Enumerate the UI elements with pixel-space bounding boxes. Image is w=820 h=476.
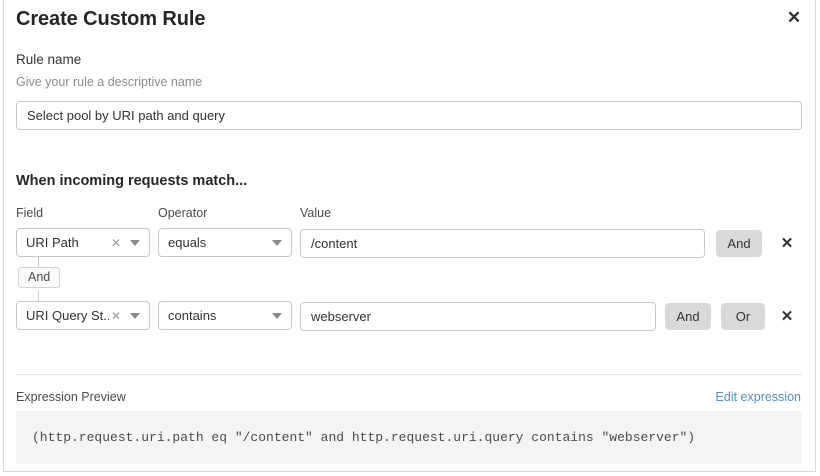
edit-expression-link[interactable]: Edit expression	[715, 390, 801, 404]
operator-select-row-2[interactable]: contains	[158, 301, 292, 330]
rule-name-label: Rule name	[16, 52, 82, 67]
chevron-down-icon-row-2	[130, 312, 140, 319]
rule-name-help: Give your rule a descriptive name	[16, 75, 203, 89]
expression-preview-label: Expression Preview	[16, 390, 126, 404]
column-header-value: Value	[300, 206, 332, 220]
group-connector-and-button[interactable]: And	[18, 267, 61, 288]
operator-select-value-row-1: equals	[168, 235, 207, 250]
field-select-row-1[interactable]: URI Path ✕	[16, 228, 150, 257]
connector-line-top	[38, 257, 39, 269]
expression-code: (http.request.uri.path eq "/content" and…	[32, 430, 696, 445]
clear-x-icon-row-1[interactable]: ✕	[110, 235, 121, 250]
field-select-value-row-2: URI Query St...	[26, 308, 109, 323]
chevron-down-icon-operator-row-1	[272, 239, 282, 246]
rule-name-input[interactable]	[16, 101, 802, 130]
section-divider	[16, 374, 802, 375]
chevron-down-icon-operator-row-2	[272, 312, 282, 319]
clear-x-icon-row-2[interactable]: ✕	[110, 308, 121, 323]
and-button-row-1[interactable]: And	[716, 230, 762, 257]
value-input-row-1[interactable]	[300, 229, 705, 258]
connector-line-bottom	[38, 291, 39, 302]
create-custom-rule-dialog: Create Custom Rule ✕ Rule name Give your…	[3, 0, 816, 472]
operator-select-value-row-2: contains	[168, 308, 217, 323]
close-icon[interactable]: ✕	[783, 6, 805, 28]
operator-select-row-1[interactable]: equals	[158, 228, 292, 257]
column-header-field: Field	[16, 206, 44, 220]
expression-preview-box: (http.request.uri.path eq "/content" and…	[16, 411, 802, 464]
field-select-row-2[interactable]: URI Query St... ✕	[16, 301, 150, 330]
remove-condition-row-2[interactable]: ✕	[778, 307, 796, 325]
chevron-down-icon-row-1	[130, 239, 140, 246]
remove-condition-row-1[interactable]: ✕	[778, 234, 796, 252]
dialog-title: Create Custom Rule	[16, 8, 206, 30]
conditions-section-title: When incoming requests match...	[16, 173, 248, 189]
and-button-row-2[interactable]: And	[665, 303, 711, 330]
value-input-row-2[interactable]	[300, 302, 656, 331]
or-button-row-2[interactable]: Or	[721, 303, 765, 330]
field-select-value-row-1: URI Path	[26, 235, 79, 250]
column-header-operator: Operator	[158, 206, 208, 220]
